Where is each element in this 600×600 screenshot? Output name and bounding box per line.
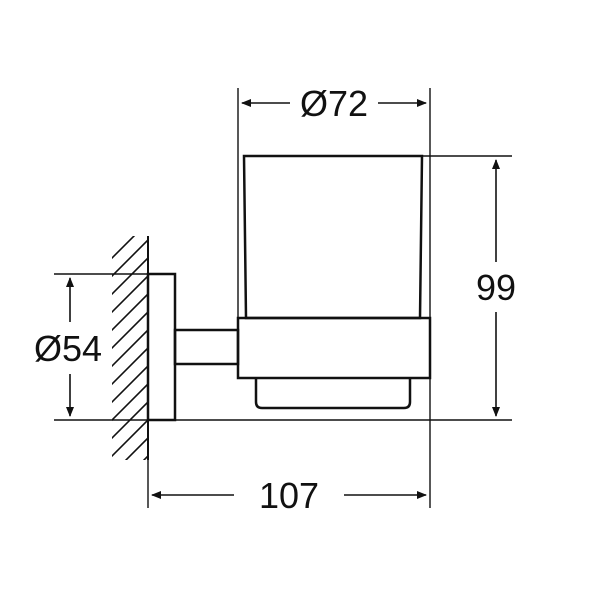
wall-hatching bbox=[112, 236, 148, 460]
total-height-label: 99 bbox=[476, 267, 516, 308]
wall-plate bbox=[146, 272, 177, 422]
glass-base bbox=[254, 378, 412, 410]
depth-label: 107 bbox=[259, 475, 319, 516]
holder-arm bbox=[173, 328, 240, 366]
dimension-total-height: 99 bbox=[476, 159, 516, 417]
extension-lines bbox=[54, 88, 512, 508]
dimension-cup-diameter: Ø72 bbox=[241, 83, 427, 124]
cup-diameter-label: Ø72 bbox=[300, 83, 368, 124]
glass-tumbler bbox=[242, 154, 424, 320]
dimension-wall-plate-diameter: Ø54 bbox=[34, 277, 102, 417]
holder-ring bbox=[236, 316, 432, 380]
wall-plate-diameter-label: Ø54 bbox=[34, 328, 102, 369]
dimension-depth: 107 bbox=[151, 475, 427, 516]
